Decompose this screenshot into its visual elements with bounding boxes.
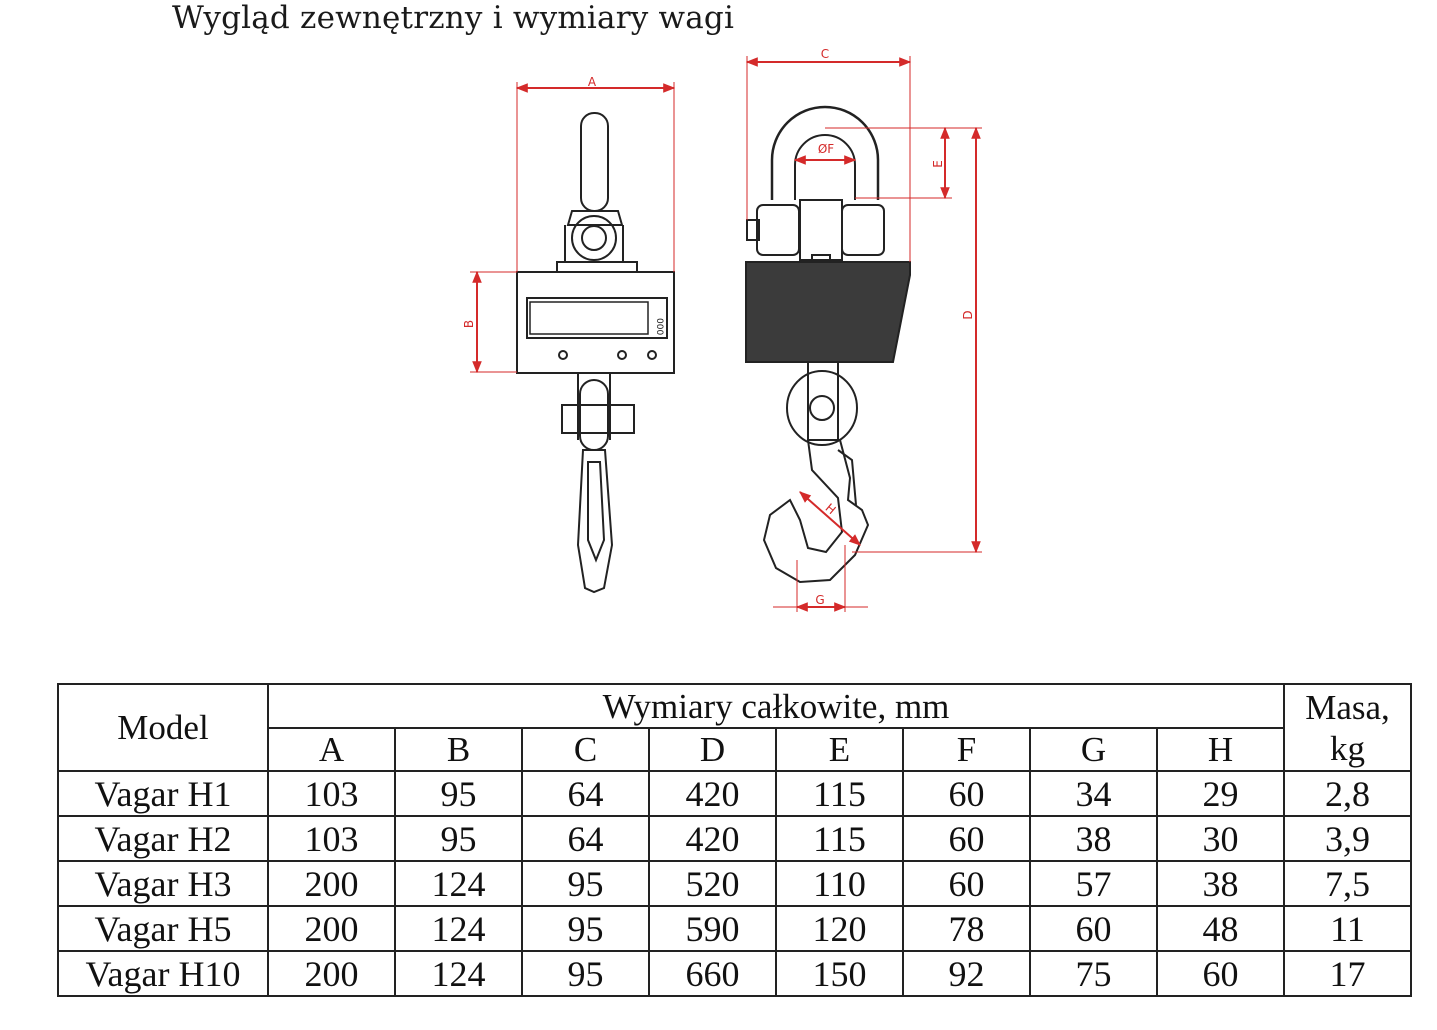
- table-cell: 64: [521, 815, 650, 862]
- table-row: Vagar H5 200 124 95 590 120 78 60 48 11: [57, 905, 1412, 952]
- model-cell: Vagar H2: [57, 815, 269, 862]
- table-cell: 103: [267, 770, 396, 817]
- dimensions-table: Model Wymiary całkowite, mm Masa, kg A B…: [57, 683, 1412, 997]
- side-nut-right: [841, 204, 885, 256]
- dimension-b: [470, 270, 517, 374]
- svg-text:000: 000: [654, 318, 664, 335]
- table-row: Vagar H1 103 95 64 420 115 60 34 29 2,8: [57, 770, 1412, 817]
- table-cell: 590: [648, 905, 777, 952]
- mass-cell: 7,5: [1283, 860, 1412, 907]
- dimension-f-label: ØF: [818, 142, 834, 156]
- table-cell: 660: [648, 950, 777, 997]
- table-cell: 48: [1156, 905, 1285, 952]
- table-cell: 95: [521, 905, 650, 952]
- table-cell: 75: [1029, 950, 1158, 997]
- front-swivel-disc: [571, 215, 617, 261]
- table-row: Vagar H10 200 124 95 660 150 92 75 60 17: [57, 950, 1412, 997]
- table-cell: 200: [267, 905, 396, 952]
- table-cell: 95: [394, 770, 523, 817]
- table-cell: 520: [648, 860, 777, 907]
- front-view: 000: [516, 112, 675, 594]
- table-row: Vagar H2 103 95 64 420 115 60 38 30 3,9: [57, 815, 1412, 862]
- model-cell: Vagar H3: [57, 860, 269, 907]
- front-body: [516, 271, 675, 374]
- dimension-e: [825, 126, 952, 200]
- dimension-h: [799, 491, 861, 546]
- table-cell: 60: [1029, 905, 1158, 952]
- table-cell: 124: [394, 905, 523, 952]
- column-header: B: [394, 727, 523, 772]
- table-cell: 29: [1156, 770, 1285, 817]
- dimension-e-label: E: [931, 160, 945, 168]
- model-cell: Vagar H5: [57, 905, 269, 952]
- mass-header-line2: kg: [1330, 728, 1365, 768]
- table-cell: 30: [1156, 815, 1285, 862]
- table-cell: 124: [394, 860, 523, 907]
- scale-dimension-drawing: 000 A B: [462, 47, 982, 612]
- mass-cell: 3,9: [1283, 815, 1412, 862]
- mass-header: Masa, kg: [1283, 683, 1412, 772]
- table-cell: 103: [267, 815, 396, 862]
- side-nut-left: [756, 204, 800, 256]
- model-header: Model: [57, 683, 269, 772]
- dimension-g-label: G: [815, 593, 824, 607]
- table-cell: 150: [775, 950, 904, 997]
- model-cell: Vagar H10: [57, 950, 269, 997]
- page-title: Wygląd zewnętrzny i wymiary wagi: [172, 0, 735, 36]
- front-shackle: [580, 112, 609, 212]
- table-cell: 60: [902, 860, 1031, 907]
- side-view: [745, 105, 911, 584]
- table-cell: 120: [775, 905, 904, 952]
- side-body: [745, 261, 911, 363]
- mass-cell: 11: [1283, 905, 1412, 952]
- dimension-a: [515, 82, 676, 272]
- table-cell: 420: [648, 770, 777, 817]
- table-cell: 92: [902, 950, 1031, 997]
- table-cell: 420: [648, 815, 777, 862]
- table-cell: 38: [1156, 860, 1285, 907]
- table-cell: 95: [521, 860, 650, 907]
- table-cell: 115: [775, 770, 904, 817]
- table-cell: 57: [1029, 860, 1158, 907]
- table-cell: 78: [902, 905, 1031, 952]
- table-cell: 95: [394, 815, 523, 862]
- table-cell: 115: [775, 815, 904, 862]
- side-swivel: [786, 370, 858, 446]
- table-cell: 95: [521, 950, 650, 997]
- front-hook: [576, 449, 614, 594]
- column-header: D: [648, 727, 777, 772]
- column-header: E: [775, 727, 904, 772]
- dimension-c-label: C: [821, 47, 829, 61]
- front-display: [526, 297, 668, 339]
- table-cell: 34: [1029, 770, 1158, 817]
- mass-cell: 17: [1283, 950, 1412, 997]
- side-shackle: [770, 105, 880, 200]
- table-cell: 60: [902, 770, 1031, 817]
- table-cell: 124: [394, 950, 523, 997]
- table-cell: 38: [1029, 815, 1158, 862]
- table-row: Vagar H3 200 124 95 520 110 60 57 38 7,5: [57, 860, 1412, 907]
- table-cell: 60: [1156, 950, 1285, 997]
- table-cell: 60: [902, 815, 1031, 862]
- dimension-d: [852, 126, 982, 554]
- column-header: C: [521, 727, 650, 772]
- table-cell: 200: [267, 860, 396, 907]
- column-header: F: [902, 727, 1031, 772]
- dimension-b-label: B: [462, 320, 476, 328]
- dimension-g: [773, 545, 868, 612]
- table-cell: 64: [521, 770, 650, 817]
- column-header: H: [1156, 727, 1285, 772]
- table-cell: 200: [267, 950, 396, 997]
- mass-header-line1: Masa,: [1305, 687, 1390, 727]
- dimension-d-label: D: [961, 310, 975, 319]
- dimension-a-label: A: [588, 75, 597, 89]
- column-header: A: [267, 727, 396, 772]
- model-cell: Vagar H1: [57, 770, 269, 817]
- table-cell: 110: [775, 860, 904, 907]
- dimensions-header: Wymiary całkowite, mm: [267, 683, 1285, 729]
- dimension-c: [745, 56, 912, 262]
- column-header: G: [1029, 727, 1158, 772]
- mass-cell: 2,8: [1283, 770, 1412, 817]
